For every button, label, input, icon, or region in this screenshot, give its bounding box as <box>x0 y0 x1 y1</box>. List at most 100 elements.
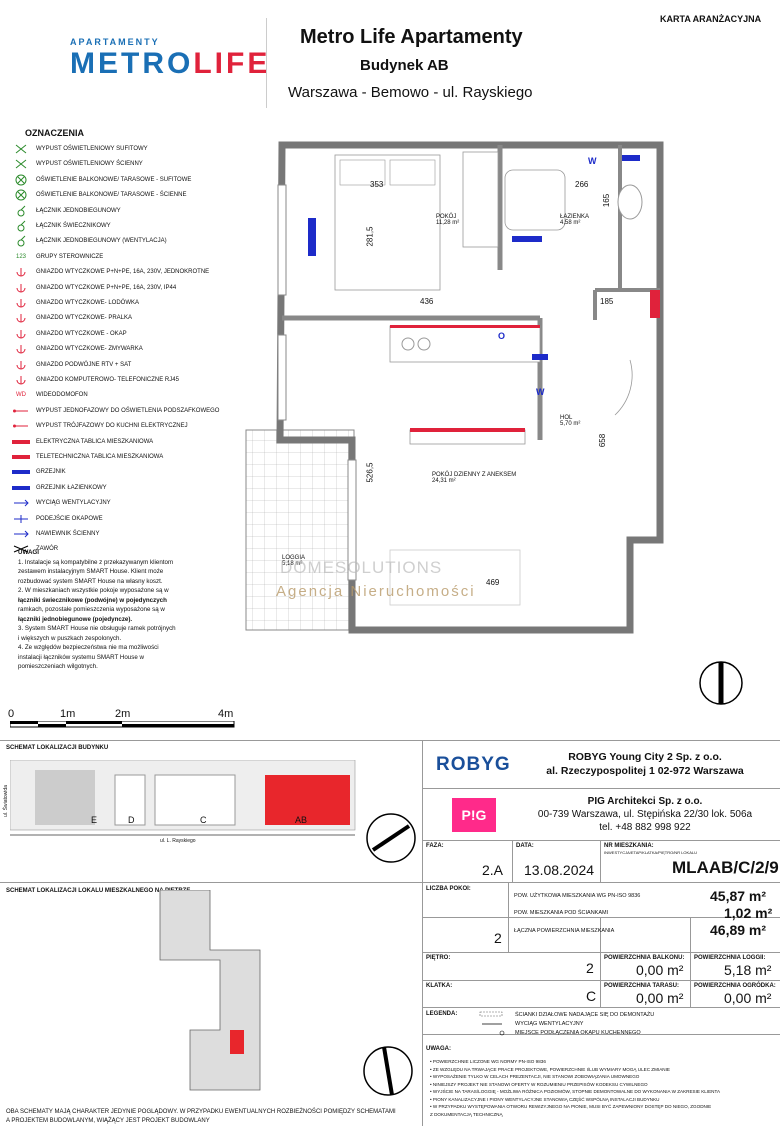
investor: ROBYG Young City 2 Sp. z o.o. al. Rzeczy… <box>510 750 780 778</box>
note-line: ramkach, pozostałe pomieszczenia wyposaż… <box>18 606 165 613</box>
note-line: instalacji łączników systemu SMART House… <box>18 653 144 661</box>
ogrodek-value: 0,00 m² <box>724 990 772 1006</box>
legend-symbol-icon <box>12 528 30 540</box>
watermark: DOMESOLUTIONS <box>280 558 443 577</box>
legend-label: OŚWIETLENIE BALKONOWE/ TARASOWE - SUFITO… <box>36 176 192 183</box>
street-name: ul. L. Rayskiego <box>160 838 196 844</box>
uwaga-item: • WYPOSAŻENIE TYLKO W CELACH PREZENTACJI… <box>430 1074 640 1079</box>
legenda-item: ŚCIANKI DZIAŁOWE NADAJĄCE SIĘ DO DEMONTA… <box>515 1012 655 1018</box>
pow2-value: 1,02 m² <box>724 905 773 921</box>
vent-mark-1: W <box>588 156 597 166</box>
legend-label: PODEJŚCIE OKAPOWE <box>36 515 103 522</box>
taras-value: 0,00 m² <box>636 990 684 1006</box>
pokoje-label: LICZBA POKOI: <box>426 886 471 892</box>
note-line: 3. System SMART House nie obsługuje rame… <box>18 625 176 632</box>
legend-symbol-icon <box>12 205 30 217</box>
klatka-label: KLATKA: <box>426 983 453 989</box>
logo-part-a: METRO <box>70 47 194 80</box>
legend-symbol-icon <box>12 451 30 463</box>
nr-sublabel: INWESTYCJA/ETAP/KLATKA/PIĘTRO/NR LOKALU <box>604 850 697 855</box>
legend-label: GRZEJNIK ŁAZIENKOWY <box>36 484 107 491</box>
notes-lines: 1. Instalacje są kompatybilne z przekazy… <box>18 558 218 672</box>
legenda-item: MIEJSCE PODŁĄCZENIA OKAPU KUCHENNEGO <box>515 1030 641 1036</box>
legend-item: GNIAZDO WTYCZKOWE - OKAP <box>12 327 127 341</box>
legend-label: ŁĄCZNIK JEDNOBIEGUNOWY <box>36 207 121 214</box>
legend-item: OŚWIETLENIE BALKONOWE/ TARASOWE - ŚCIENN… <box>12 188 186 202</box>
legend-symbol-icon <box>12 466 30 478</box>
compass-icon-floor <box>363 1046 413 1096</box>
legend-label: GNIAZDO WTYCZKOWE- PRALKA <box>36 315 133 322</box>
note-line: i większych w puszkach zespolonych. <box>18 634 122 642</box>
loggia-floor <box>245 429 355 631</box>
footnote-line: OBA SCHEMATY MAJĄ CHARAKTER JEDYNIE POGL… <box>6 1109 396 1115</box>
nr-label: NR MIESZKANIA: <box>604 843 654 849</box>
legend-label: GNIAZDO KOMPUTEROWO- TELEFONICZNE RJ45 <box>36 377 179 383</box>
architect: PIG Architekci Sp. z o.o. 00-739 Warszaw… <box>510 795 780 834</box>
document-type: KARTA ARANŻACYJNA <box>660 14 762 24</box>
uwaga-item: • NINIEJSZY PROJEKT NIE STANOWI OFERTY W… <box>430 1081 648 1087</box>
compass-icon <box>699 661 743 705</box>
legend-label: GNIAZDO PODWÓJNE RTV + SAT <box>36 361 132 368</box>
legend-label: ZAWÓR <box>36 546 59 553</box>
legend-item: GNIAZDO PODWÓJNE RTV + SAT <box>12 358 131 372</box>
scale-2m: 2m <box>115 708 131 720</box>
legend-item: WYPUST OŚWIETLENIOWY ŚCIENNY <box>12 157 143 171</box>
pow3-label: ŁĄCZNA POWIERZCHNIA MIESZKANIA <box>514 928 615 934</box>
legend-label: GRZEJNIK <box>36 469 66 476</box>
architect-address: 00-739 Warszawa, ul. Stępińska 22/30 lok… <box>537 809 753 820</box>
pow2-label: POW. MIESZKANIA POD ŚCIANKAMI <box>514 910 609 916</box>
legend-item: GNIAZDO WTYCZKOWE- ZMYWARKA <box>12 342 143 356</box>
note-line: łączniki jednobiegunowe (pojedyncze). <box>18 615 133 623</box>
legend-symbol-icon <box>12 420 30 432</box>
pow1-label: POW. UŻYTKOWA MIESZKANIA WG PN-ISO 9836 <box>514 893 641 899</box>
legend-label: ELEKTRYCZNA TABLICA MIESZKANIOWA <box>36 438 154 445</box>
legend-item: GNIAZDO WTYCZKOWE- LODÓWKA <box>12 296 139 310</box>
dim-165: 165 <box>602 193 612 208</box>
legend-symbol-icon <box>12 174 30 186</box>
floor-schema-title: SCHEMAT LOKALIZACJI LOKALU MIESZKALNEGO … <box>6 888 191 894</box>
footnote: OBA SCHEMATY MAJĄ CHARAKTER JEDYNIE POGL… <box>6 1108 396 1126</box>
building-c: C <box>200 815 207 825</box>
legend-symbol-icon <box>12 359 30 371</box>
architect-name: PIG Architekci Sp. z o.o. <box>587 796 703 807</box>
note-line: 2. W mieszkaniach wszystkie pokoje wypos… <box>18 587 169 594</box>
legend-item: TELETECHNICZNA TABLICA MIESZKANIOWA <box>12 450 163 464</box>
hood-mark: O <box>498 331 506 341</box>
apartment-number: MLAAB/C/2/9 <box>672 858 779 877</box>
legend-item: GNIAZDO WTYCZKOWE P+N+PE, 16A, 230V, JED… <box>12 265 209 279</box>
legend-symbol-icon <box>12 282 30 294</box>
pow1-value: 45,87 m² <box>710 888 767 904</box>
floor-plan <box>245 141 664 634</box>
legend-symbol-icon <box>12 374 30 386</box>
legend-label: GNIAZDO WTYCZKOWE- LODÓWKA <box>36 300 139 306</box>
legend-symbol-icon <box>12 143 30 155</box>
legend-item: PODEJŚCIE OKAPOWE <box>12 512 103 526</box>
vent-mark-2: W <box>536 387 545 397</box>
uwaga-item: Z DOKUMENTACJĄ TECHNICZNĄ <box>430 1111 503 1117</box>
legend-label: ŁĄCZNIK ŚWIECZNIKOWY <box>36 223 111 229</box>
site-schema-title: SCHEMAT LOKALIZACJI BUDYNKU <box>6 745 109 751</box>
legend-symbol-icon <box>12 436 30 448</box>
room-name: HOL <box>560 415 573 421</box>
dim-526: 526,5 <box>365 462 375 483</box>
legend-label: WIDEODOMOFON <box>36 392 88 399</box>
legend-item: GNIAZDO WTYCZKOWE- PRALKA <box>12 311 132 325</box>
room-name: ŁAZIENKA <box>560 214 590 220</box>
pig-logo: P!G <box>452 798 496 832</box>
investor-address: al. Rzeczypospolitej 1 02-972 Warszawa <box>546 765 744 777</box>
legend-item: GNIAZDO KOMPUTEROWO- TELEFONICZNE RJ45 <box>12 373 179 387</box>
robyg-logo: ROBYG <box>436 754 511 775</box>
logo-wordmark: METROLIFE <box>70 47 270 81</box>
street-name-2: ul. Światowida <box>2 785 9 817</box>
legend-item: ŁĄCZNIK ŚWIECZNIKOWY <box>12 219 111 233</box>
uwaga-label: UWAGA: <box>426 1046 451 1052</box>
note-line: rozbudować system SMART House na własny … <box>18 577 163 585</box>
legend-label: WYPUST OŚWIETLENIOWY SUFITOWY <box>36 146 148 152</box>
legend-symbol-icon <box>12 235 30 247</box>
legend-item: OŚWIETLENIE BALKONOWE/ TARASOWE - SUFITO… <box>12 173 191 187</box>
legend-item: WYPUST TRÓJFAZOWY DO KUCHNI ELEKTRYCZNEJ <box>12 419 188 433</box>
scale-4m: 4m <box>218 708 234 720</box>
